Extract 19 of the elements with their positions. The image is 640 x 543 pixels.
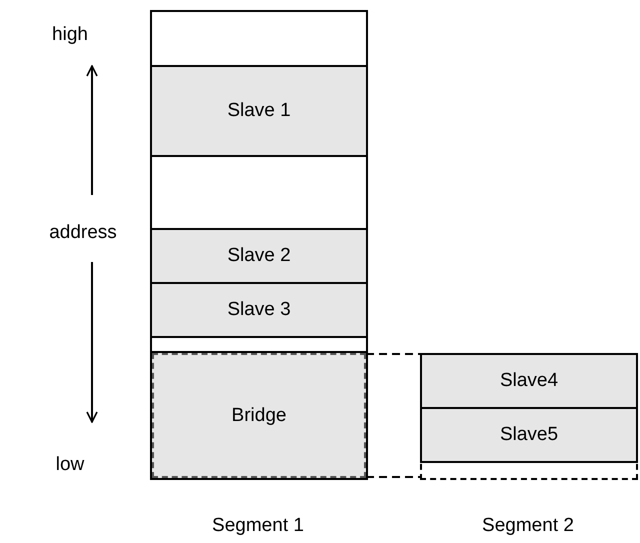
segment-column [150,10,368,480]
region-label: Bridge [232,404,286,426]
memory-region [152,284,366,338]
region-label: Slave4 [500,370,558,392]
axis-label: low [56,454,84,476]
memory-region [152,67,366,157]
region-label: Slave 2 [227,245,291,267]
segment-label: Segment 2 [482,515,574,537]
region-label: Slave 1 [227,100,291,122]
segment-label: Segment 1 [212,515,304,537]
segment-column [420,353,638,480]
region-label: Slave 3 [227,299,291,321]
memory-region [152,230,366,284]
memory-region [420,353,638,409]
memory-region [152,353,366,478]
axis-label: address [49,222,117,244]
axis-label: high [52,24,88,46]
memory-region [420,407,638,463]
region-label: Slave5 [500,424,558,446]
